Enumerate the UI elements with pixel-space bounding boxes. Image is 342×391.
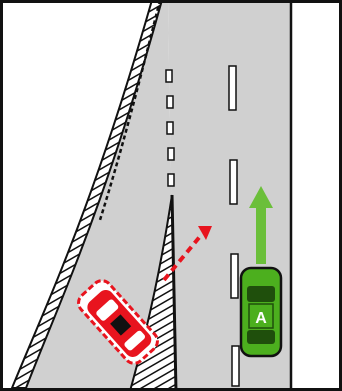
car-a: A <box>241 268 281 356</box>
car-a-label: A <box>255 310 267 327</box>
